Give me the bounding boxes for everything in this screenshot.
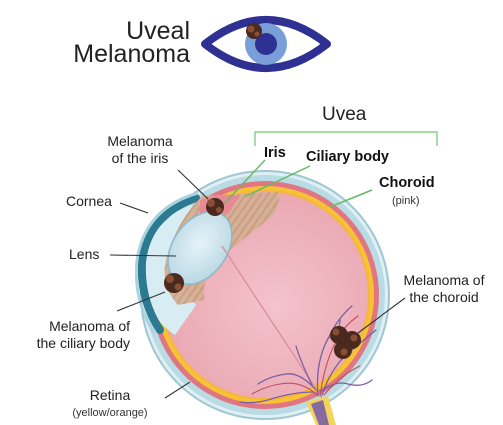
label-melanoma-iris-line2: of the iris xyxy=(95,150,185,167)
eye-with-tumor-icon xyxy=(205,20,327,68)
label-retina: Retina (yellow/orange) xyxy=(55,387,165,422)
label-melanoma-choroid: Melanoma of the choroid xyxy=(393,272,495,306)
label-melanoma-iris: Melanoma of the iris xyxy=(95,133,185,167)
label-melanoma-ciliary-line1: Melanoma of xyxy=(10,318,130,335)
label-melanoma-iris-line1: Melanoma xyxy=(95,133,185,150)
label-choroid: Choroid xyxy=(379,175,435,191)
tumor-iris xyxy=(206,198,224,216)
label-melanoma-choroid-line1: Melanoma of xyxy=(393,272,495,289)
label-uvea: Uvea xyxy=(322,104,366,126)
label-choroid-note: (pink) xyxy=(392,195,420,207)
label-melanoma-ciliary-line2: the ciliary body xyxy=(10,335,130,352)
label-retina-note: (yellow/orange) xyxy=(55,405,165,422)
label-lens: Lens xyxy=(69,246,99,263)
uvea-bracket xyxy=(255,132,437,146)
tumor-ciliary-body xyxy=(164,273,184,293)
label-melanoma-ciliary: Melanoma of the ciliary body xyxy=(10,318,130,352)
label-retina-title: Retina xyxy=(55,387,165,404)
label-iris: Iris xyxy=(264,145,286,161)
eyeball xyxy=(136,171,389,425)
label-melanoma-choroid-line2: the choroid xyxy=(393,289,495,306)
label-ciliary-body: Ciliary body xyxy=(306,149,389,165)
label-cornea: Cornea xyxy=(66,193,112,210)
